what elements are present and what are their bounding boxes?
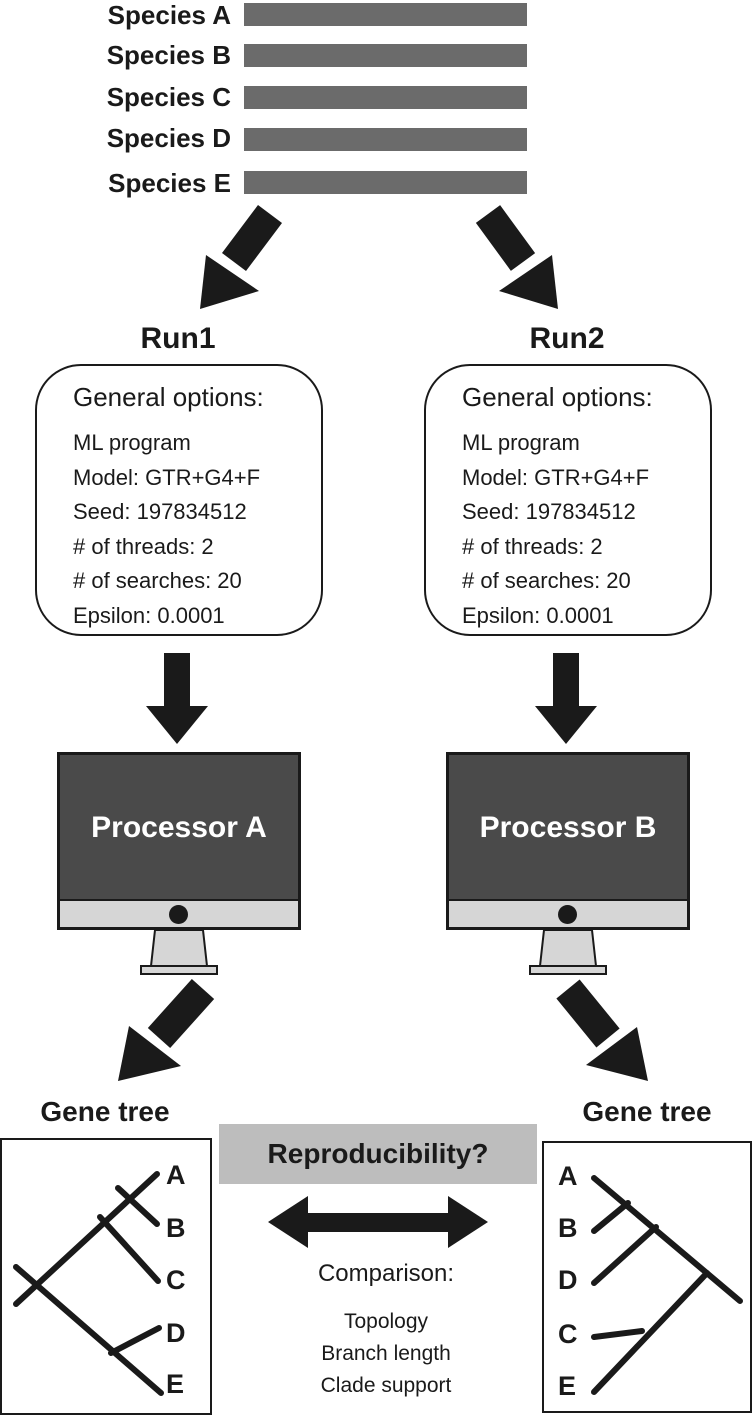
comparison-item-branch-length: Branch length [321,1342,451,1365]
gene-tree-2-box: A B D C E [542,1141,752,1413]
species-label-a: Species A [107,0,231,30]
run1-options-title: General options: [73,382,264,412]
arrow-icon [475,205,558,309]
tree1-tip-e: E [166,1369,185,1399]
run1-option-program: ML program [73,430,191,455]
species-label-e: Species E [108,168,231,198]
run2-option-program: ML program [462,430,580,455]
tree1-tip-c: C [166,1265,186,1295]
arrow-icon [200,205,282,309]
species-label-b: Species B [106,40,231,70]
run2-option-searches: # of searches: 20 [462,568,631,593]
run2-options-title: General options: [462,382,653,412]
run2-option-seed: Seed: 197834512 [462,499,636,524]
tree2-tip-b: B [558,1213,578,1243]
monitor-frame: Processor B [446,752,690,930]
species-label-d: Species D [106,123,231,153]
monitor-frame: Processor A [57,752,301,930]
species-sequence-bar-d [244,128,527,151]
double-arrow-icon [268,1196,488,1248]
tree2-tip-c: C [558,1319,578,1349]
monitor-button-icon [558,905,577,924]
arrow-icon [118,978,215,1081]
run1-options-list: ML program Model: GTR+G4+F Seed: 1978345… [73,426,260,633]
run2-option-model: Model: GTR+G4+F [462,464,650,490]
monitor-stand [140,930,218,975]
monitor-icon: Processor B [446,752,690,977]
arrow-icon [146,653,208,744]
gene-tree-2-branches [591,1175,743,1395]
processor-a-label: Processor A [91,811,267,844]
gene-tree-1-title: Gene tree [40,1096,170,1127]
gene-tree-1-branches [13,1171,164,1396]
species-sequence-bar-a [244,3,527,26]
monitor-button-icon [169,905,188,924]
monitor-screen: Processor B [449,755,687,899]
gene-tree-2-title: Gene tree [582,1096,712,1127]
run1-option-model: Model: GTR+G4+F [73,464,261,490]
run1-option-epsilon: Epsilon: 0.0001 [73,602,225,628]
run2-title: Run2 [529,322,605,355]
run2-options-box: General options: ML program Model: GTR+G… [424,364,712,636]
reproducibility-banner: Reproducibility? [219,1124,537,1184]
comparison-title: Comparison: [317,1260,455,1287]
run2-option-epsilon: Epsilon: 0.0001 [462,602,614,628]
comparison-item-clade-support: Clade support [320,1374,452,1397]
tree2-tip-d: D [558,1265,578,1295]
comparison-item-topology: Topology [343,1310,429,1333]
monitor-icon: Processor A [57,752,301,977]
tree1-tip-a: A [166,1160,186,1190]
run1-title: Run1 [140,322,216,355]
run2-options-list: ML program Model: GTR+G4+F Seed: 1978345… [462,426,649,633]
arrow-icon [535,653,597,744]
arrow-icon [556,979,648,1081]
run2-option-threads: # of threads: 2 [462,533,603,559]
tree2-tip-e: E [558,1371,577,1401]
gene-tree-1-box: A B C D E [0,1138,212,1415]
run1-option-threads: # of threads: 2 [73,533,214,559]
run1-options-box: General options: ML program Model: GTR+G… [35,364,323,636]
run1-option-searches: # of searches: 20 [73,568,242,593]
species-sequence-bar-b [244,44,527,67]
tree1-tip-d: D [166,1318,186,1348]
monitor-screen: Processor A [60,755,298,899]
species-label-c: Species C [106,82,231,112]
tree2-tip-a: A [558,1161,578,1191]
species-sequence-bar-e [244,171,527,194]
tree1-tip-b: B [166,1213,186,1243]
species-sequence-bar-c [244,86,527,109]
processor-b-label: Processor B [479,811,657,844]
monitor-stand [529,930,607,975]
run1-option-seed: Seed: 197834512 [73,499,247,524]
